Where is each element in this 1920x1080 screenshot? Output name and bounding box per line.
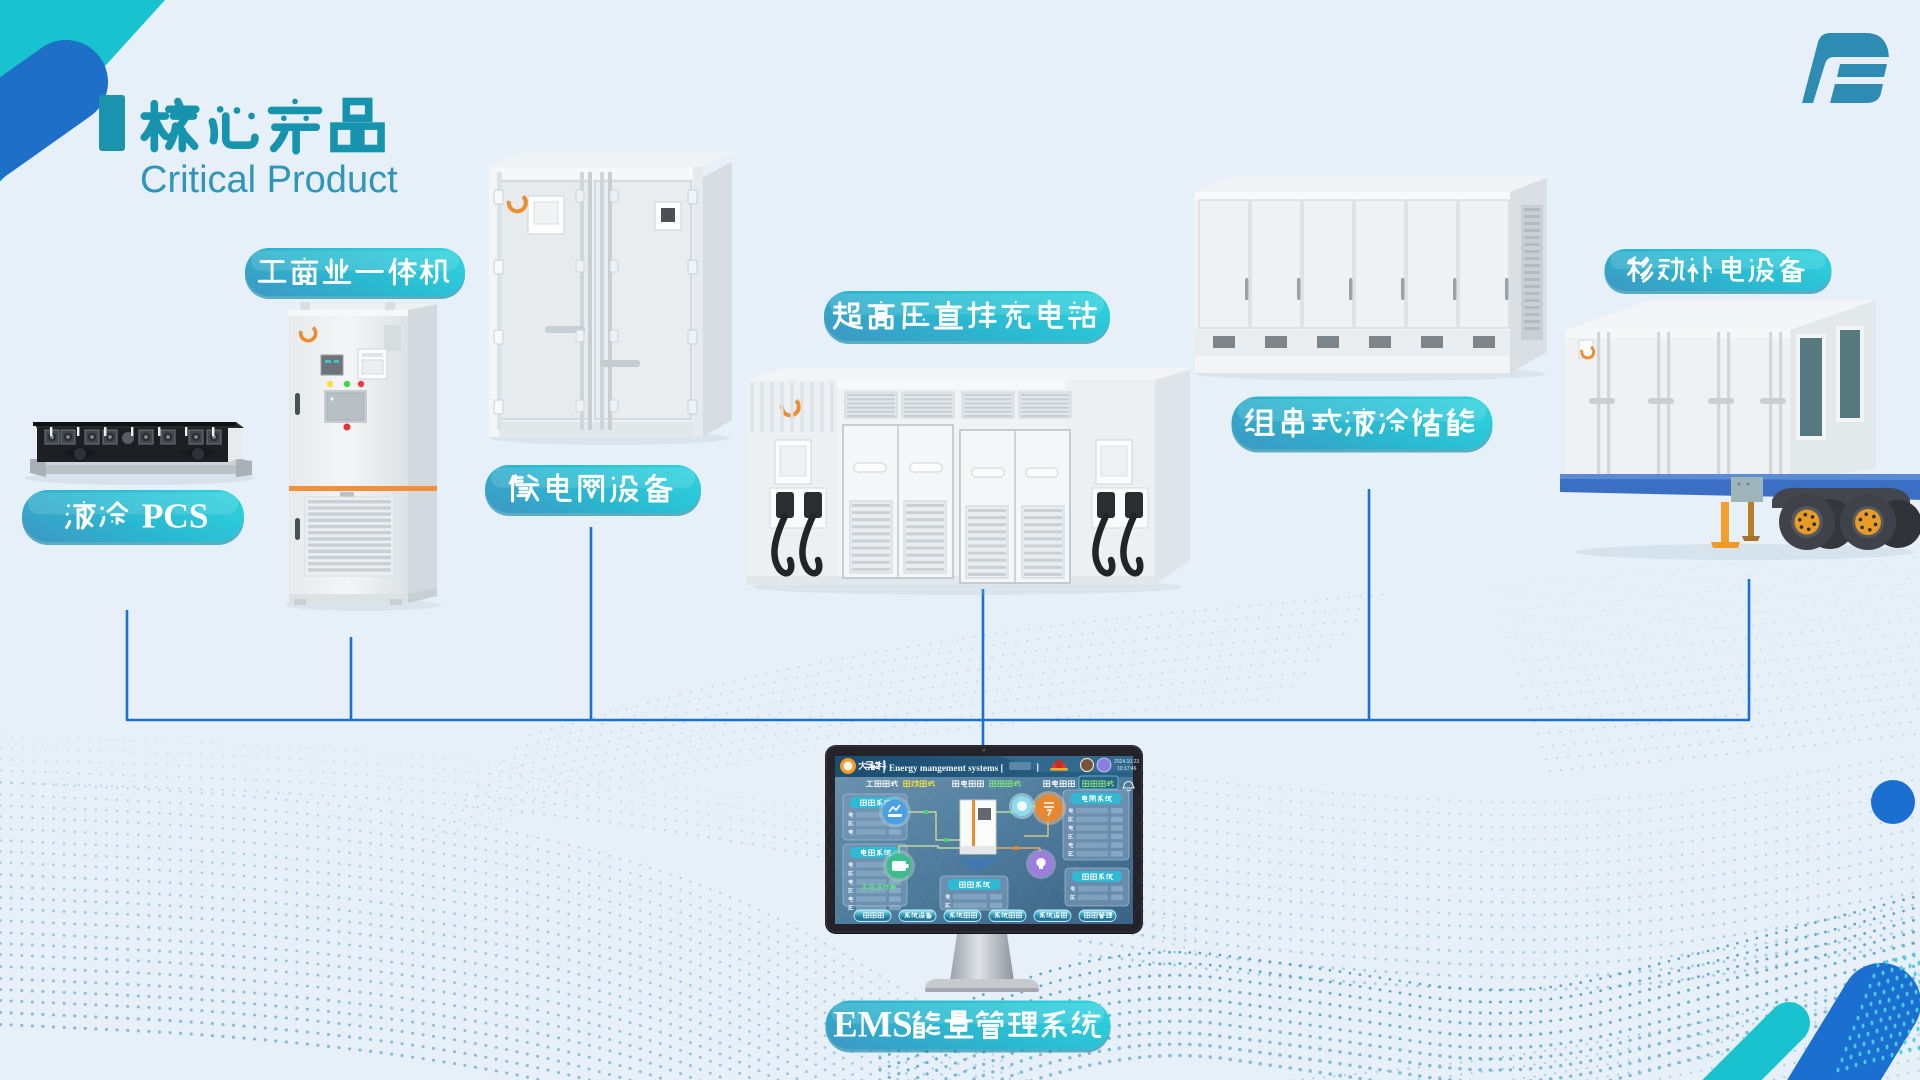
svg-text:EMS: EMS bbox=[833, 1003, 912, 1044]
svg-text:10:17:46: 10:17:46 bbox=[1117, 766, 1137, 772]
svg-text:Critical Product: Critical Product bbox=[140, 159, 398, 201]
svg-text:PCS: PCS bbox=[142, 495, 209, 535]
svg-text:2024.10.23: 2024.10.23 bbox=[1114, 759, 1139, 765]
svg-text:]: ] bbox=[1036, 762, 1039, 772]
svg-text:Energy mangement systems [: Energy mangement systems [ bbox=[889, 763, 1004, 773]
